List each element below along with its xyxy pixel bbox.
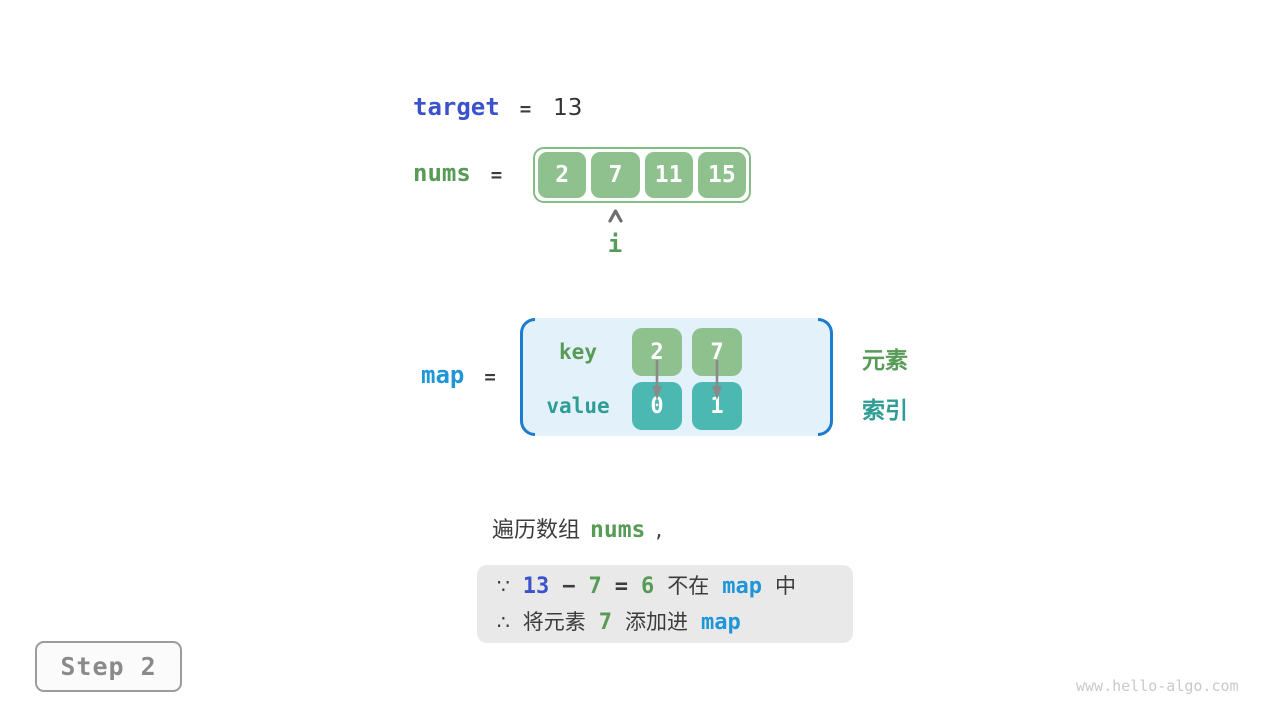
map-variable-name: map bbox=[421, 361, 465, 389]
legend-index-label: 索引 bbox=[862, 398, 908, 424]
add-element-text: 将元素 bbox=[522, 610, 586, 634]
traverse-nums-code: nums bbox=[590, 517, 646, 543]
target-value: 13 bbox=[553, 95, 583, 121]
traverse-prefix: 遍历数组 bbox=[492, 518, 581, 543]
in-text: 中 bbox=[774, 574, 796, 598]
map-panel: key value 2 0 7 1 bbox=[520, 318, 833, 436]
step-badge: Step 2 bbox=[35, 641, 182, 692]
map-entry: 7 1 bbox=[692, 318, 742, 436]
therefore-symbol: ∴ bbox=[497, 610, 510, 634]
map-token: map bbox=[700, 610, 741, 635]
watermark: www.hello-algo.com bbox=[1076, 677, 1239, 695]
map-entry: 2 0 bbox=[632, 318, 682, 436]
equals-sign: = bbox=[490, 164, 503, 186]
pointer-label-i: i bbox=[607, 230, 623, 258]
element-token: 7 bbox=[588, 574, 602, 599]
map-bracket-left-icon bbox=[520, 318, 535, 436]
reason-line-1: ∵ 13 − 7 = 6 不在 map 中 bbox=[497, 570, 853, 606]
map-value-label: value bbox=[546, 394, 610, 418]
nums-line: nums = bbox=[413, 159, 502, 187]
target-value-token: 13 bbox=[522, 574, 550, 599]
array-cell: 11 bbox=[644, 152, 693, 198]
map-key-label: key bbox=[559, 340, 597, 364]
minus-token: − bbox=[562, 574, 576, 599]
equals-sign: = bbox=[519, 98, 532, 120]
map-token: map bbox=[722, 574, 762, 599]
equals-sign: = bbox=[484, 366, 496, 388]
array-cell: 7 bbox=[591, 152, 640, 198]
map-bracket-right-icon bbox=[818, 318, 833, 436]
legend-element-label: 元素 bbox=[862, 348, 908, 374]
equals-token: = bbox=[614, 574, 628, 599]
target-variable-name: target bbox=[413, 93, 500, 121]
array-cell: 15 bbox=[697, 152, 746, 198]
array-cell: 2 bbox=[538, 152, 587, 198]
key-to-value-arrow-icon bbox=[712, 360, 722, 400]
traverse-sentence: 遍历数组 nums , bbox=[492, 512, 662, 544]
map-line: map = bbox=[421, 361, 496, 389]
nums-variable-name: nums bbox=[413, 159, 471, 187]
difference-token: 6 bbox=[640, 574, 655, 599]
nums-array: 2 7 11 15 bbox=[533, 147, 751, 203]
reason-box: ∵ 13 − 7 = 6 不在 map 中 ∴ 将元素 7 添加进 map bbox=[477, 565, 853, 643]
pointer-up-icon bbox=[601, 208, 629, 227]
key-to-value-arrow-icon bbox=[652, 360, 662, 400]
reason-line-2: ∴ 将元素 7 添加进 map bbox=[497, 606, 853, 642]
traverse-comma: , bbox=[655, 518, 663, 543]
add-into-text: 添加进 bbox=[624, 610, 688, 634]
not-in-text: 不在 bbox=[667, 574, 710, 598]
target-line: target = 13 bbox=[413, 93, 582, 121]
because-symbol: ∵ bbox=[497, 574, 510, 598]
element-token: 7 bbox=[598, 610, 612, 635]
